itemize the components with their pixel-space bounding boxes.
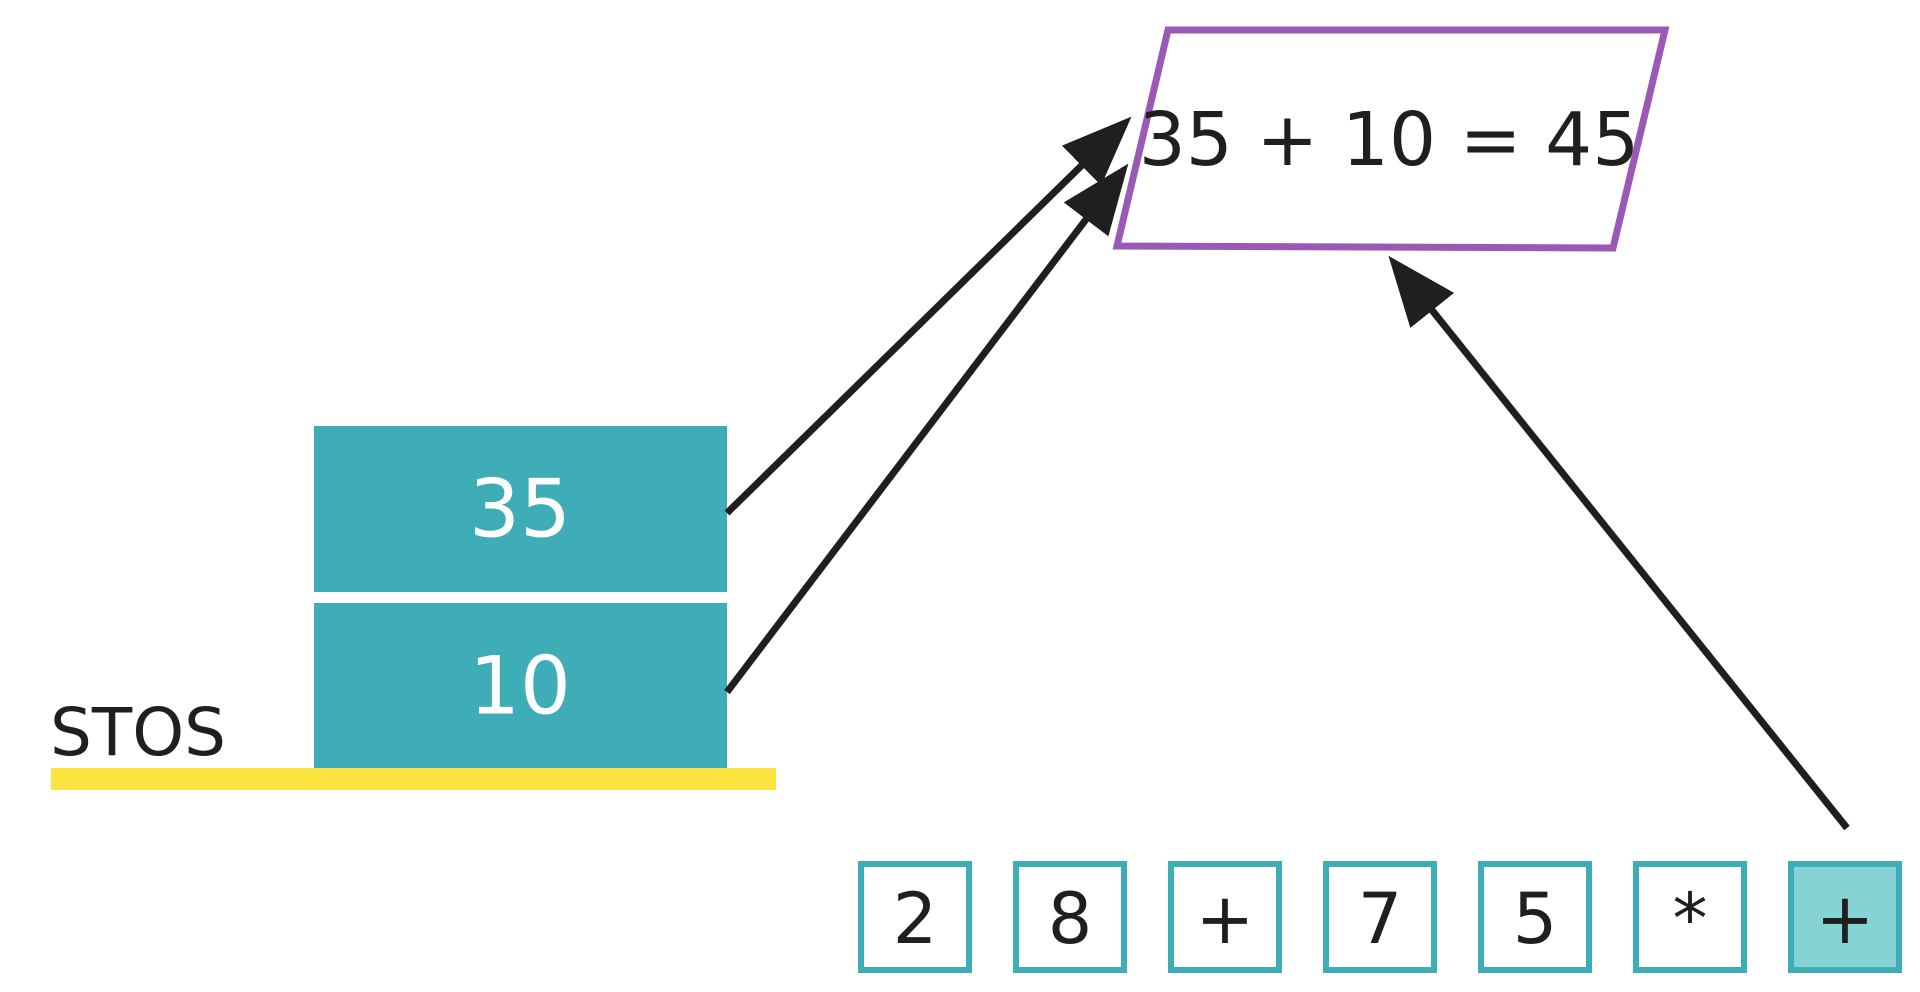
token-sequence: 2 8 +7 5 * + [858, 861, 1902, 973]
stack-item-top: 35 [314, 426, 727, 592]
arrow-from-top-item [724, 116, 1132, 516]
result-box: 35 + 10 = 45 [1112, 26, 1670, 252]
token-item: * [1633, 861, 1747, 973]
token-box [1478, 861, 1592, 973]
stack-item-top-box [314, 426, 727, 592]
token-item: + [1168, 861, 1282, 973]
stack-item-top-value: 35 [469, 463, 571, 556]
token-label: 5 [1513, 878, 1558, 960]
token-box [1323, 861, 1437, 973]
token-item: + [1788, 861, 1902, 973]
token-item: 7 [1323, 861, 1437, 973]
token-box [858, 861, 972, 973]
stack-item-bottom: 10 [314, 603, 727, 768]
token-label: + [1816, 878, 1875, 960]
token-box [1168, 861, 1282, 973]
stack-item-bottom-box [314, 603, 727, 768]
token-item: 5 [1478, 861, 1592, 973]
result-expression: 35 + 10 = 45 [1139, 97, 1640, 183]
token-label: * [1673, 878, 1708, 960]
token-item: 8 [1013, 861, 1127, 973]
arrow-from-bottom-item [724, 163, 1129, 695]
token-item: 2 [858, 861, 972, 973]
stos-label: STOS [50, 694, 226, 771]
token-label: 7 [1358, 878, 1403, 960]
token-label: 2 [893, 878, 938, 960]
result-box-outline [1112, 26, 1670, 252]
stack-item-bottom-value: 10 [469, 640, 571, 733]
token-label: 8 [1048, 878, 1093, 960]
token-box [1013, 861, 1127, 973]
token-label: + [1196, 878, 1255, 960]
token-box [1633, 861, 1747, 973]
token-box-active [1788, 861, 1902, 973]
stack-base-line [51, 768, 776, 790]
arrow-from-operator-token [1388, 255, 1850, 831]
